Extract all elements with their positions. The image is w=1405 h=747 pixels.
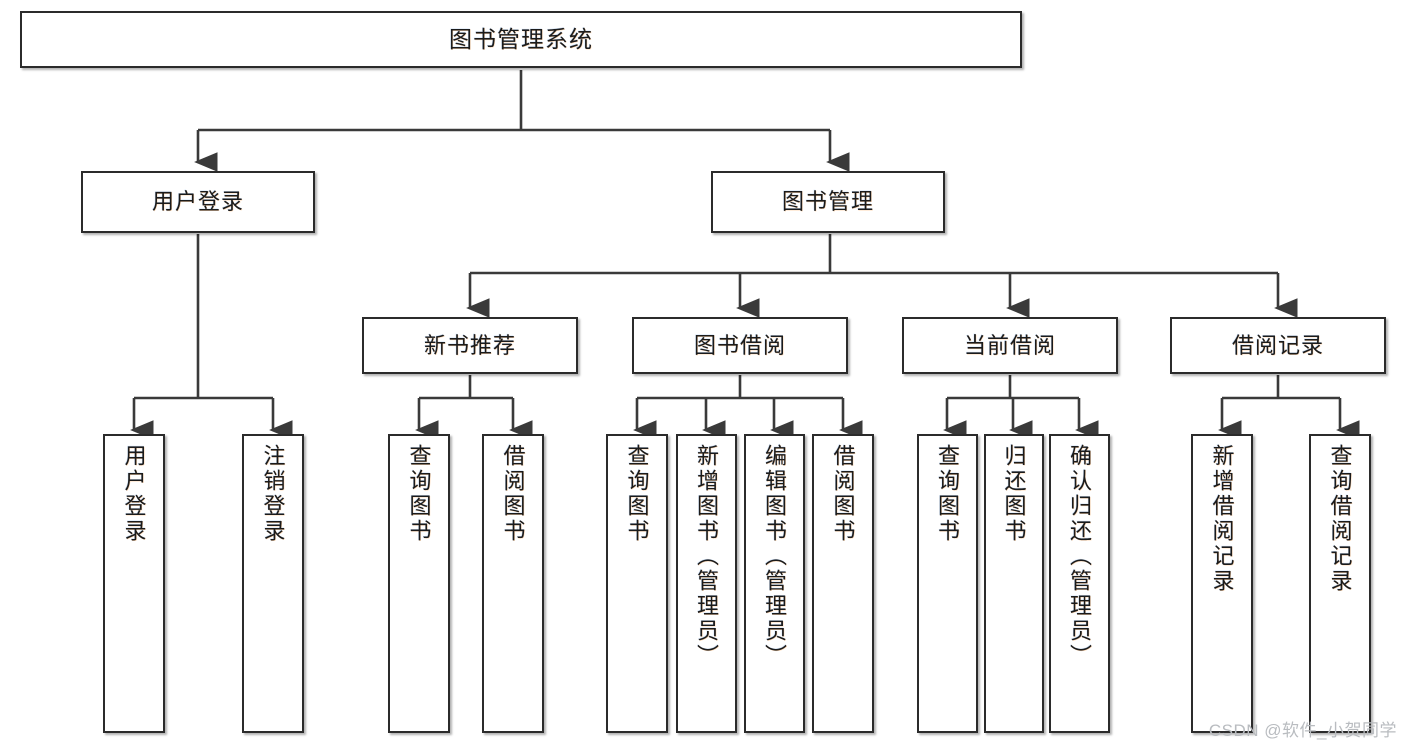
node-book-borrow[interactable]: 图书借阅 [632,317,848,374]
node-leaf-edit-book-label: 编辑图书（管理员） [762,444,788,669]
node-root[interactable]: 图书管理系统 [20,11,1022,68]
node-leaf-query-book-2-label: 查询图书 [624,444,650,544]
node-borrow-record[interactable]: 借阅记录 [1170,317,1386,374]
node-leaf-query-record-label: 查询借阅记录 [1327,444,1353,594]
node-book-manage[interactable]: 图书管理 [711,171,945,233]
node-current-borrow[interactable]: 当前借阅 [902,317,1118,374]
node-leaf-borrow-book-1-label: 借阅图书 [500,444,526,544]
node-leaf-add-record[interactable]: 新增借阅记录 [1191,434,1253,733]
node-leaf-query-book-2[interactable]: 查询图书 [606,434,668,733]
node-new-book-recommend-label: 新书推荐 [423,332,516,358]
node-leaf-borrow-book-1[interactable]: 借阅图书 [482,434,544,733]
node-leaf-logout-label: 注销登录 [260,444,286,544]
node-book-manage-label: 图书管理 [781,189,874,215]
node-leaf-add-book[interactable]: 新增图书（管理员） [676,434,737,733]
node-user-login[interactable]: 用户登录 [81,171,315,233]
node-leaf-query-book-3[interactable]: 查询图书 [917,434,978,733]
node-borrow-record-label: 借阅记录 [1231,332,1324,358]
node-root-label: 图书管理系统 [449,26,593,53]
node-leaf-edit-book[interactable]: 编辑图书（管理员） [744,434,805,733]
node-leaf-add-book-label: 新增图书（管理员） [694,444,720,669]
node-leaf-return-book-label: 归还图书 [1001,444,1027,544]
node-leaf-confirm-return[interactable]: 确认归还（管理员） [1049,434,1110,733]
node-leaf-borrow-book-2-label: 借阅图书 [830,444,856,544]
node-user-login-label: 用户登录 [151,189,244,215]
node-leaf-query-record[interactable]: 查询借阅记录 [1309,434,1371,733]
node-leaf-query-book-3-label: 查询图书 [935,444,961,544]
node-leaf-return-book[interactable]: 归还图书 [984,434,1044,733]
node-current-borrow-label: 当前借阅 [963,332,1056,358]
node-leaf-query-book-1-label: 查询图书 [406,444,432,544]
csdn-watermark: CSDN @软件_小贺同学 [1208,721,1397,740]
node-leaf-borrow-book-2[interactable]: 借阅图书 [812,434,874,733]
node-leaf-query-book-1[interactable]: 查询图书 [388,434,450,733]
node-leaf-confirm-return-label: 确认归还（管理员） [1067,444,1093,669]
node-leaf-logout[interactable]: 注销登录 [242,434,304,733]
node-new-book-recommend[interactable]: 新书推荐 [362,317,578,374]
node-leaf-add-record-label: 新增借阅记录 [1209,444,1235,594]
node-leaf-user-login[interactable]: 用户登录 [103,434,165,733]
node-book-borrow-label: 图书借阅 [693,332,786,358]
node-leaf-user-login-label: 用户登录 [121,444,147,544]
